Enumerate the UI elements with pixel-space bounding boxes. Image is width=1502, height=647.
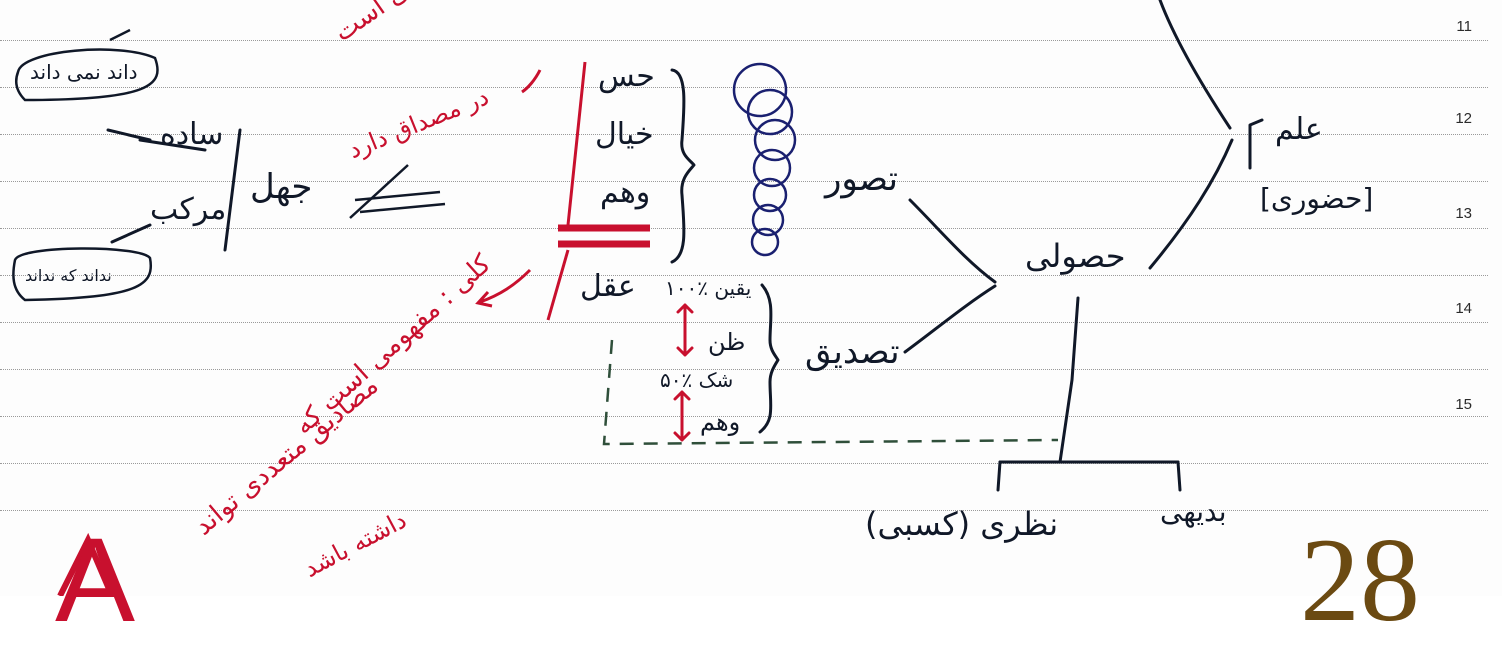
brace: [670, 68, 696, 264]
bracket-line: [1248, 118, 1264, 170]
label-shakk: شک ٪۵۰: [660, 368, 734, 392]
ruled-line: [0, 322, 1488, 323]
label-jahl: جهل: [250, 167, 313, 207]
label-huzuri: [حضوری]: [1260, 182, 1374, 215]
label-murakkab: مرکب: [150, 192, 227, 227]
red-vertical-line: [546, 249, 570, 321]
branch-line: [1148, 138, 1234, 270]
ruled-line: [0, 181, 1488, 182]
ruled-line: [0, 510, 1488, 511]
label-ilm: علم: [1275, 112, 1323, 147]
arrow-line: [110, 223, 152, 244]
strike-mark: [349, 164, 446, 219]
double-arrow: [676, 303, 694, 357]
page-number: 28: [1300, 513, 1420, 646]
arrow-line: [138, 138, 207, 152]
red-marks: [475, 61, 650, 321]
ruled-line: [0, 134, 1488, 135]
ruled-line: [0, 369, 1488, 370]
ruled-line: [0, 228, 1488, 229]
red-vertical-line: [566, 61, 587, 226]
note-box: [12, 247, 153, 302]
line-number: 12: [1455, 110, 1472, 127]
branch-line: [1058, 296, 1080, 464]
dashed-connector: [602, 339, 1059, 446]
red-arrow: [521, 69, 542, 94]
notebook-page: 11 12 13 14 15: [0, 0, 1488, 640]
arrow-line: [106, 128, 152, 142]
diagram-strokes: [12, 0, 1264, 596]
label-wahm-2: وهم: [700, 408, 741, 436]
corner-letter: A: [55, 513, 136, 647]
label-tasdiq: تصدیق: [805, 332, 900, 372]
ruled-line: [0, 87, 1488, 88]
line-number: 11: [1456, 18, 1472, 35]
note-box: [15, 48, 159, 102]
corner-letter-stroke: [57, 532, 115, 596]
red-arrow: [475, 268, 532, 308]
red-double-bar: [558, 224, 650, 248]
label-murakkab-note: نداند که نداند: [25, 266, 112, 285]
tick-mark: [109, 28, 131, 42]
label-wahm: وهم: [600, 175, 651, 210]
label-nazari: نظری (کسبی): [865, 505, 1059, 543]
label-khiyal: خیال: [595, 117, 654, 152]
label-badihi: بدیهی: [1160, 495, 1227, 528]
scribble: [732, 62, 797, 257]
label-yaqin: یقین ٪۱۰۰: [665, 276, 752, 300]
line-number: 13: [1455, 205, 1472, 222]
branch-line: [908, 198, 997, 284]
branch-line: [1176, 460, 1182, 492]
divider-line: [223, 128, 242, 252]
label-husuli: حصولی: [1025, 237, 1126, 275]
ruled-line: [0, 416, 1488, 417]
double-arrow: [673, 390, 691, 442]
ruled-line: [0, 275, 1488, 276]
label-basit: ساده: [160, 117, 224, 152]
branch-line: [903, 284, 997, 354]
ruled-line: [0, 463, 1488, 464]
branch-line: [1158, 0, 1232, 130]
branch-line: [996, 460, 1002, 492]
brace: [758, 283, 780, 434]
line-number: 14: [1455, 300, 1472, 317]
ruled-line: [0, 40, 1488, 41]
label-zann: ظن: [708, 328, 746, 356]
label-aql: عقل: [580, 269, 636, 304]
line-number: 15: [1455, 396, 1472, 413]
label-hiss: حس: [598, 59, 655, 94]
label-tasawwur: تصور: [825, 159, 898, 199]
label-basit-note: داند نمی داند: [30, 60, 138, 84]
